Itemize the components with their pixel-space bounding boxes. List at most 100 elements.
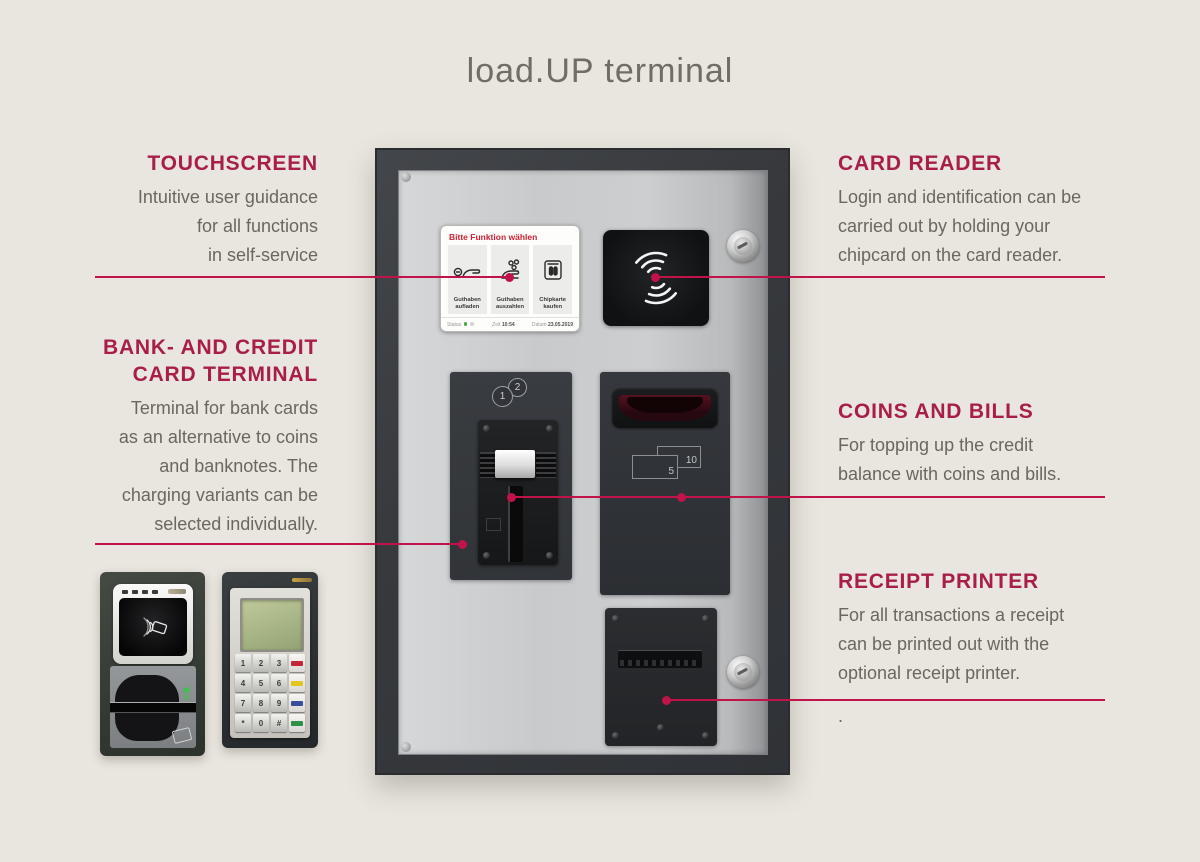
hinge-top: [401, 172, 411, 182]
annotation-text-line: balance with coins and bills.: [838, 464, 1062, 484]
vendor-logo: [292, 578, 312, 582]
pointer-dot: [507, 492, 516, 502]
annotation-text-line: Intuitive user guidance: [137, 187, 318, 207]
annotation-touchscreen: TOUCHSCREEN Intuitive user guidance for …: [60, 150, 318, 270]
annotation-text-line: and banknotes. The: [159, 456, 318, 476]
screw: [546, 425, 553, 432]
lock-cylinder: [734, 663, 752, 681]
annotation-text-line: for all functions: [196, 216, 318, 236]
card-reader-pointer-line: [651, 272, 1105, 282]
bank-terminal-pointer-line: [95, 539, 467, 549]
annotation-receipt-printer: RECEIPT PRINTER For all transactions a r…: [838, 568, 1128, 688]
screen-tile-label: Guthaben aufladen: [453, 297, 481, 311]
annotation-text-line: For all transactions a receipt: [838, 605, 1065, 625]
screen-tile-label: Chipkarte kaufen: [539, 297, 567, 311]
status-indicator: Status: [447, 322, 475, 328]
key-4[interactable]: 4: [235, 674, 251, 692]
keyhole-icon: [736, 241, 749, 250]
key-star[interactable]: *: [235, 714, 251, 732]
hand-coin-icon: [452, 245, 482, 297]
card-slider-handle[interactable]: [495, 450, 535, 478]
key-3[interactable]: 3: [271, 654, 287, 672]
footnote-dot: .: [838, 706, 844, 726]
key-2[interactable]: 2: [253, 654, 269, 672]
screen-header: Bitte Funktion wählen: [449, 232, 538, 242]
card-dip-slot: [110, 702, 196, 713]
key-lock-bottom[interactable]: [727, 656, 759, 688]
screen-tile-buycard[interactable]: Chipkarte kaufen: [533, 245, 573, 314]
clear-key[interactable]: [289, 674, 305, 692]
pointer-dot: [677, 492, 686, 502]
banknote-icon-5: 5: [632, 455, 678, 479]
card-outline-icon: [171, 727, 193, 744]
coin-insert-slot: [612, 388, 718, 428]
key-9[interactable]: 9: [271, 694, 287, 712]
green-led: [184, 688, 189, 692]
hinge-bottom: [401, 742, 411, 752]
screen-tile-label: Guthaben auszahlen: [495, 297, 525, 311]
tap-card-icon: [143, 617, 168, 637]
receipt-printer-panel: [605, 608, 717, 746]
hand-coins-icon: [495, 245, 525, 297]
pointer-dot: [505, 272, 514, 282]
key-1[interactable]: 1: [235, 654, 251, 672]
page-title: load.UP terminal: [466, 52, 734, 90]
annotation-text-line: as an alternative to coins: [118, 427, 318, 447]
rib-right: [536, 452, 556, 478]
ok-key[interactable]: [289, 714, 305, 732]
key-5[interactable]: 5: [253, 674, 269, 692]
annotation-text-line: selected individually.: [154, 514, 318, 534]
annotation-text-line: For topping up the credit: [838, 435, 1034, 455]
annotation-heading: TOUCHSCREEN: [147, 152, 318, 175]
key-7[interactable]: 7: [235, 694, 251, 712]
annotation-text-line: in self-service: [207, 245, 318, 265]
key-lock-top[interactable]: [727, 230, 759, 262]
annotation-heading: RECEIPT PRINTER: [838, 570, 1040, 593]
screw: [702, 732, 709, 739]
screw: [702, 615, 709, 622]
screw: [657, 724, 664, 731]
annotation-text-line: optional receipt printer.: [838, 663, 1021, 683]
contactless-reader-bezel: [113, 584, 193, 664]
screen-status-bar: Status Zeit 10:54 Datum 23.05.2019: [441, 317, 579, 331]
key-hash[interactable]: #: [271, 714, 287, 732]
annotation-heading: COINS AND BILLS: [838, 400, 1034, 423]
screen-time: Zeit 10:54: [492, 321, 515, 328]
receipt-output-slot: [618, 650, 702, 668]
annotation-text-line: chipcard on the card reader.: [838, 245, 1063, 265]
coins-bills-pointer-line: [507, 492, 1105, 502]
annotation-text-line: Login and identification can be: [838, 187, 1082, 207]
key-0[interactable]: 0: [253, 714, 269, 732]
card-dispenser-icon: [540, 245, 566, 297]
keyhole-icon: [736, 667, 749, 676]
screen-tile-topup[interactable]: Guthaben aufladen: [448, 245, 487, 314]
menu-key[interactable]: [289, 694, 305, 712]
annotation-text-line: charging variants can be: [121, 485, 318, 505]
pinpad-bezel: 1 2 3 4 5 6 7 8 9 * 0 #: [230, 588, 310, 738]
mech-detail: [486, 518, 501, 531]
pinpad-keypad: 1 2 3 4 5 6 7 8 9 * 0 #: [235, 654, 305, 732]
badge-circle-1: 1: [492, 386, 513, 407]
screen-date: Datum 23.05.2019: [531, 321, 573, 328]
indicator-lights: [122, 590, 158, 594]
status-led-green: [463, 322, 468, 326]
annotation-coins-bills: COINS AND BILLS For topping up the credi…: [838, 398, 1128, 489]
receipt-printer-pointer-line: [662, 695, 1105, 705]
screw: [612, 732, 619, 739]
coin-slot-opening: [619, 395, 711, 421]
key-6[interactable]: 6: [271, 674, 287, 692]
screw: [546, 552, 553, 559]
screw: [483, 552, 490, 559]
annotation-text-line: can be printed out with the: [838, 634, 1050, 654]
pointer-dot: [662, 695, 671, 705]
cancel-key[interactable]: [289, 654, 305, 672]
annotation-bank-card-terminal: BANK- AND CREDIT CARD TERMINAL Terminal …: [60, 334, 318, 539]
key-8[interactable]: 8: [253, 694, 269, 712]
vendor-logo: [168, 589, 186, 594]
pointer-dot: [651, 272, 660, 282]
annotation-card-reader: CARD READER Login and identification can…: [838, 150, 1128, 270]
dip-card-slot-module: [110, 666, 196, 748]
annotation-text-line: Terminal for bank cards: [130, 398, 318, 418]
pointer-dot: [458, 539, 467, 549]
